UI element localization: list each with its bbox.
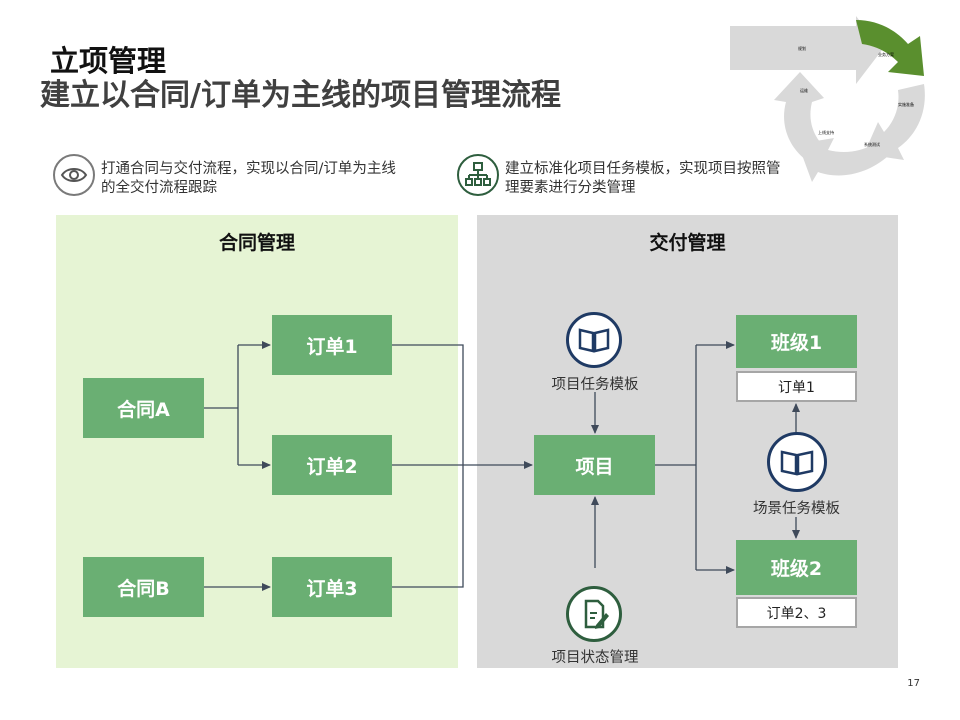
- page-number: 17: [907, 678, 920, 689]
- feature-2-text: 建立标准化项目任务模板，实现项目按照管 理要素进行分类管理: [505, 160, 781, 198]
- cycle-label-2: 实施准备: [898, 101, 914, 107]
- cycle-arrow-top: [730, 16, 882, 84]
- eye-icon: [53, 154, 95, 196]
- class-2-orders: 订单2、3: [736, 597, 857, 628]
- cycle-label-4: 上线支持: [818, 129, 834, 135]
- cycle-label-5: 运维: [800, 87, 808, 93]
- scene-book-icon: [767, 432, 827, 492]
- order-2-box: 订单2: [272, 435, 392, 495]
- contract-a-box: 合同A: [83, 378, 204, 438]
- cycle-label-0: 规划: [798, 45, 806, 51]
- feature-1-line2: 的全交付流程跟踪: [101, 180, 217, 196]
- project-box: 项目: [534, 435, 655, 495]
- page-subtitle: 建立以合同/订单为主线的项目管理流程: [40, 78, 561, 113]
- book-icon: [566, 312, 622, 368]
- delivery-panel-title: 交付管理: [649, 232, 726, 254]
- class-2-box: 班级2: [736, 540, 857, 595]
- class-1-box: 班级1: [736, 315, 857, 368]
- page-title: 立项管理: [50, 44, 167, 78]
- feature-2-line1: 建立标准化项目任务模板，实现项目按照管: [505, 161, 781, 177]
- order-3-box: 订单3: [272, 557, 392, 617]
- feature-1-line1: 打通合同与交付流程，实现以合同/订单为主线: [101, 161, 396, 177]
- contract-b-box: 合同B: [83, 557, 204, 617]
- contract-panel-title: 合同管理: [218, 232, 295, 254]
- feature-1-text: 打通合同与交付流程，实现以合同/订单为主线 的全交付流程跟踪: [101, 160, 396, 198]
- edit-document-icon: [566, 586, 622, 642]
- project-status-label: 项目状态管理: [551, 650, 639, 666]
- cycle-label-1: 业务方案: [878, 51, 894, 57]
- cycle-graphic: 规划 业务方案 实施准备 系统测试 上线支持 运维: [730, 16, 925, 182]
- scene-template-label: 场景任务模板: [753, 501, 840, 517]
- project-template-label: 项目任务模板: [551, 377, 639, 393]
- order-1-box: 订单1: [272, 315, 392, 375]
- cycle-arrow-bottom: [798, 138, 888, 182]
- cycle-arrow-left: [774, 72, 824, 160]
- hierarchy-icon: [457, 154, 499, 196]
- feature-2-line2: 理要素进行分类管理: [505, 180, 636, 196]
- cycle-arrow-highlight: [856, 20, 924, 76]
- cycle-arrow-right: [864, 84, 925, 160]
- cycle-label-3: 系统测试: [864, 141, 880, 147]
- class-1-orders: 订单1: [736, 371, 857, 402]
